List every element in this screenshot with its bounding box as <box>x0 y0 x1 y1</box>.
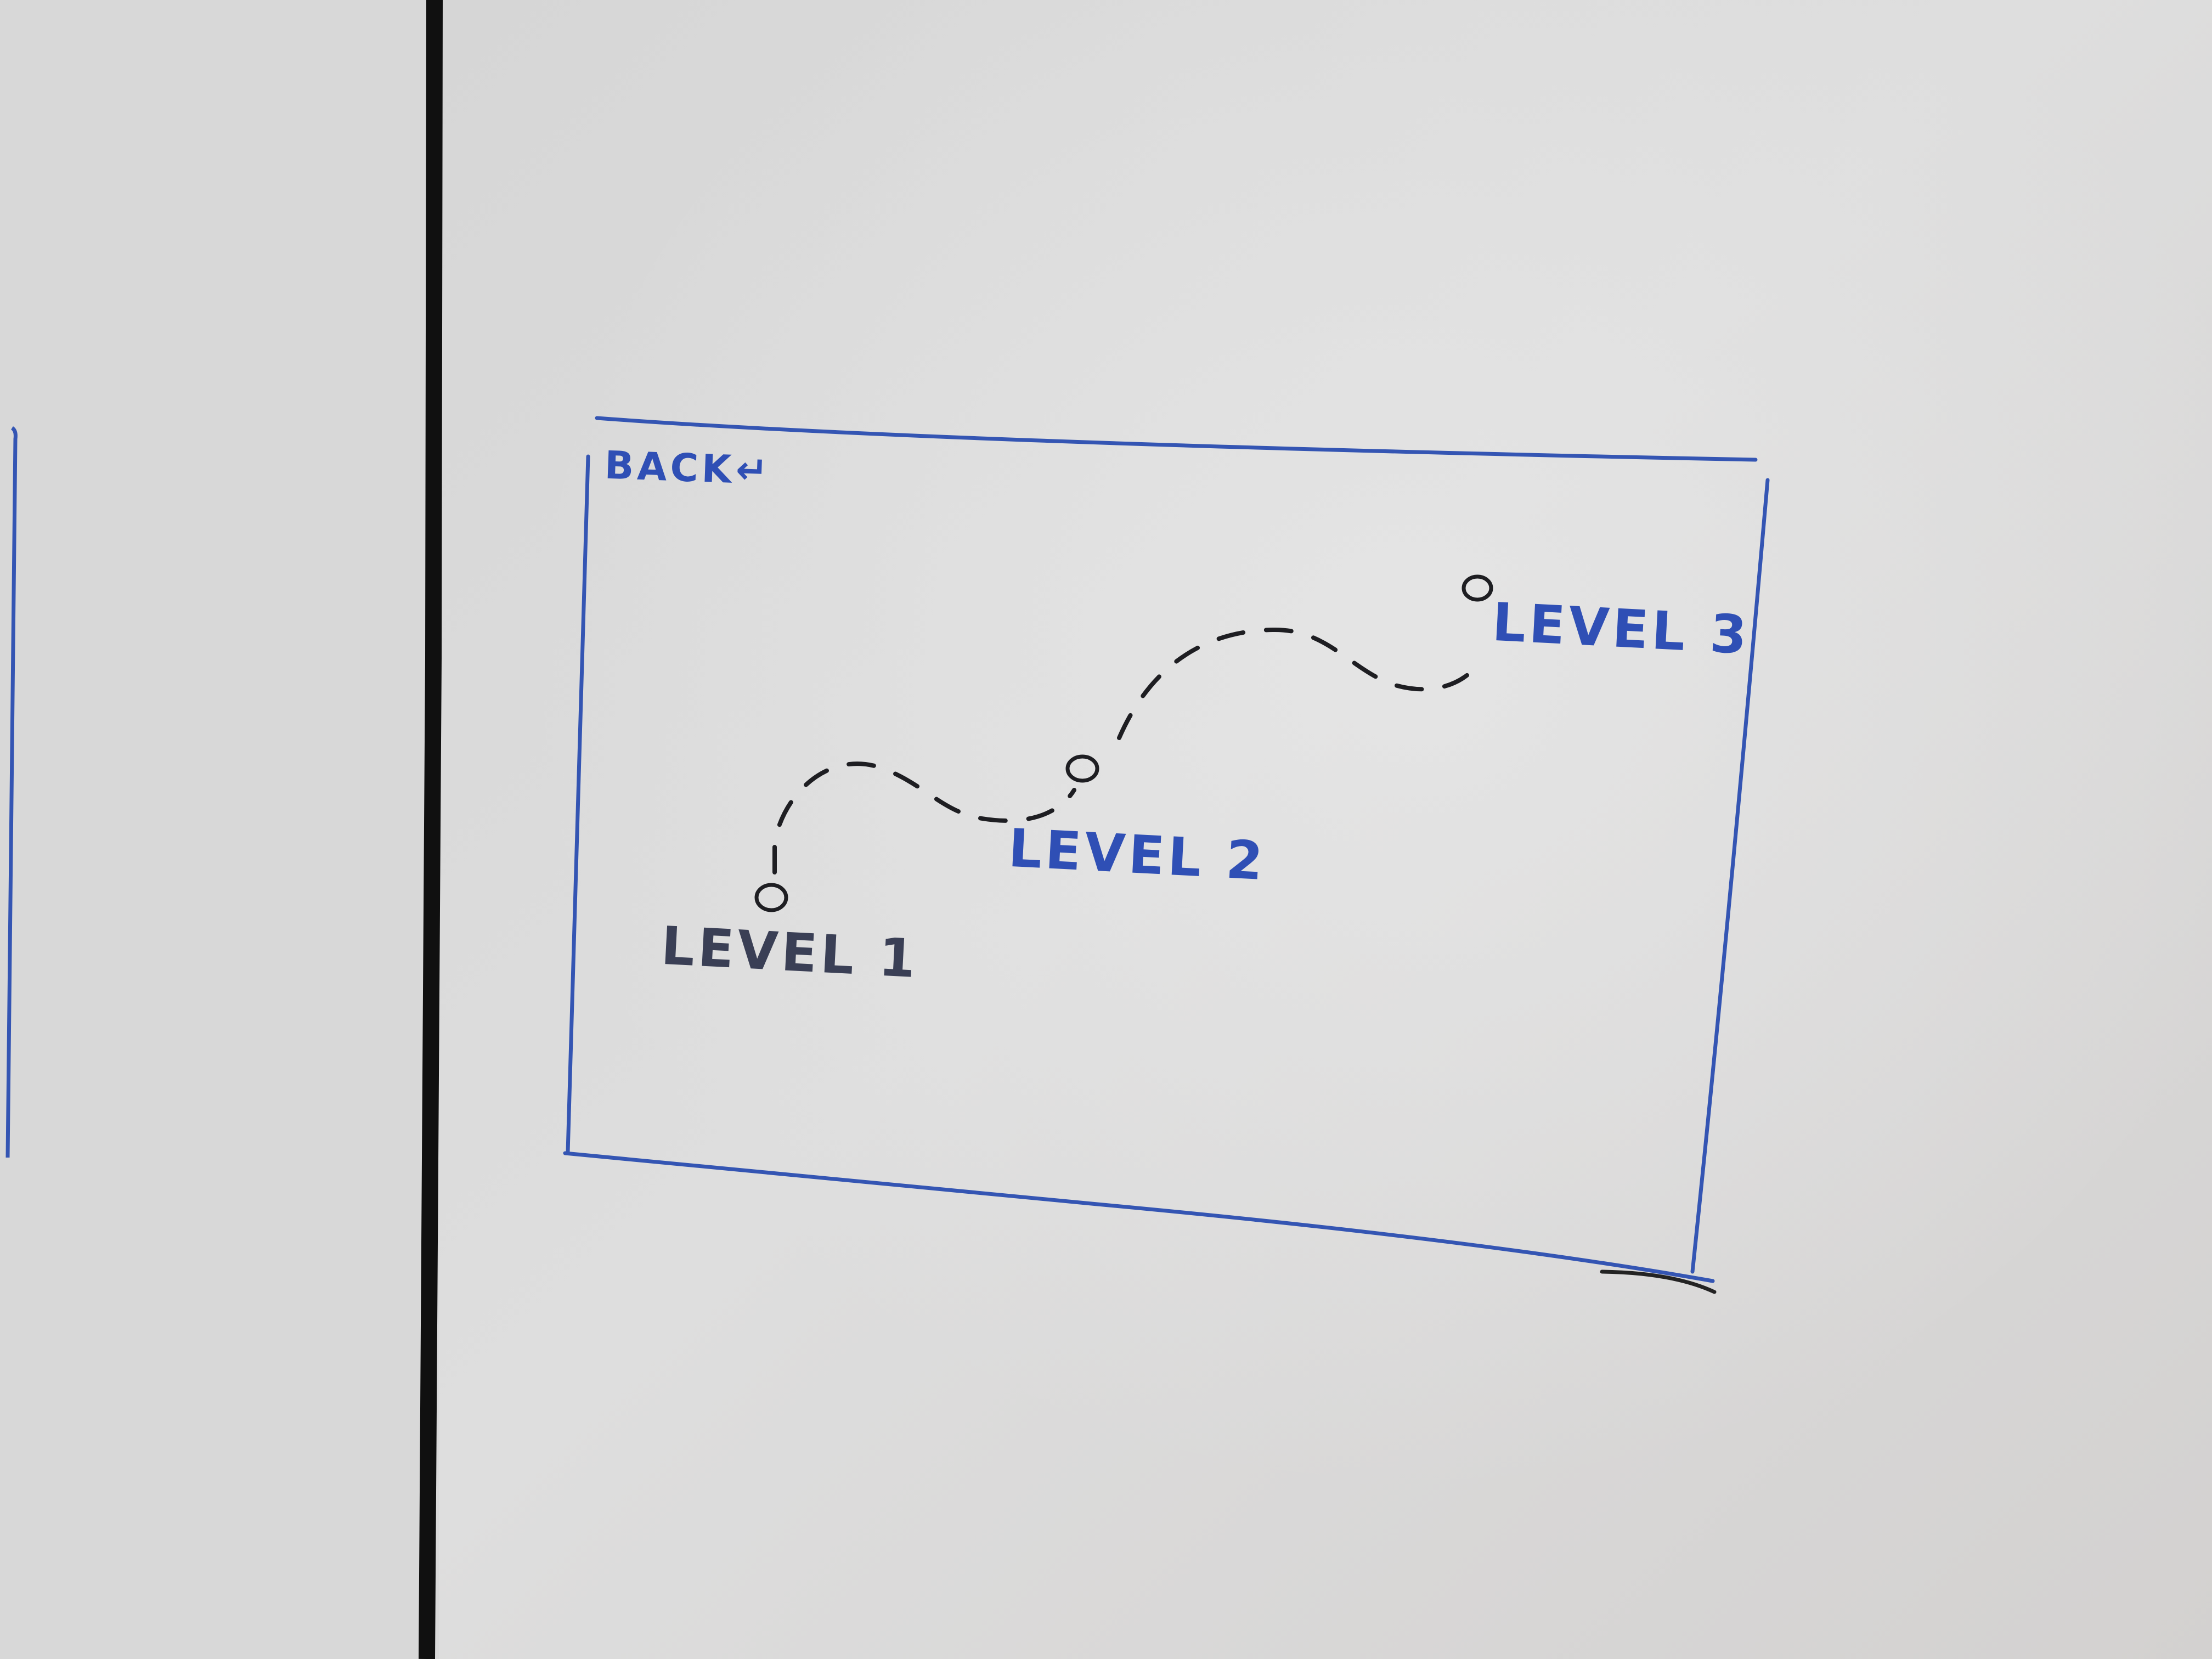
frame-top-edge <box>595 416 1758 462</box>
frame-left-edge <box>566 454 590 1154</box>
frame-bottom-corner <box>1600 1269 1717 1294</box>
level-node-circle-icon[interactable] <box>754 883 788 912</box>
screen-frame <box>563 416 1770 1294</box>
level-node-circle-icon[interactable] <box>1462 574 1493 602</box>
panel-glare <box>439 0 2212 1659</box>
level-path-dashed <box>772 627 1483 874</box>
level-3-button[interactable]: LEVEL 3 <box>1491 591 1752 667</box>
level-1-button[interactable]: LEVEL 1 <box>659 915 921 990</box>
back-button[interactable]: BACK↵ <box>603 442 772 494</box>
panel-divider <box>419 0 443 1659</box>
back-button-label: BACK <box>603 442 736 492</box>
return-arrow-icon: ↵ <box>735 447 772 494</box>
left-panel-sketch-edge <box>5 426 18 1158</box>
level-2-button[interactable]: LEVEL 2 <box>1007 817 1268 893</box>
frame-right-edge <box>1690 478 1770 1274</box>
left-panel <box>0 0 425 1659</box>
level-node-circle-icon[interactable] <box>1065 754 1099 783</box>
frame-bottom-edge <box>563 1151 1715 1283</box>
